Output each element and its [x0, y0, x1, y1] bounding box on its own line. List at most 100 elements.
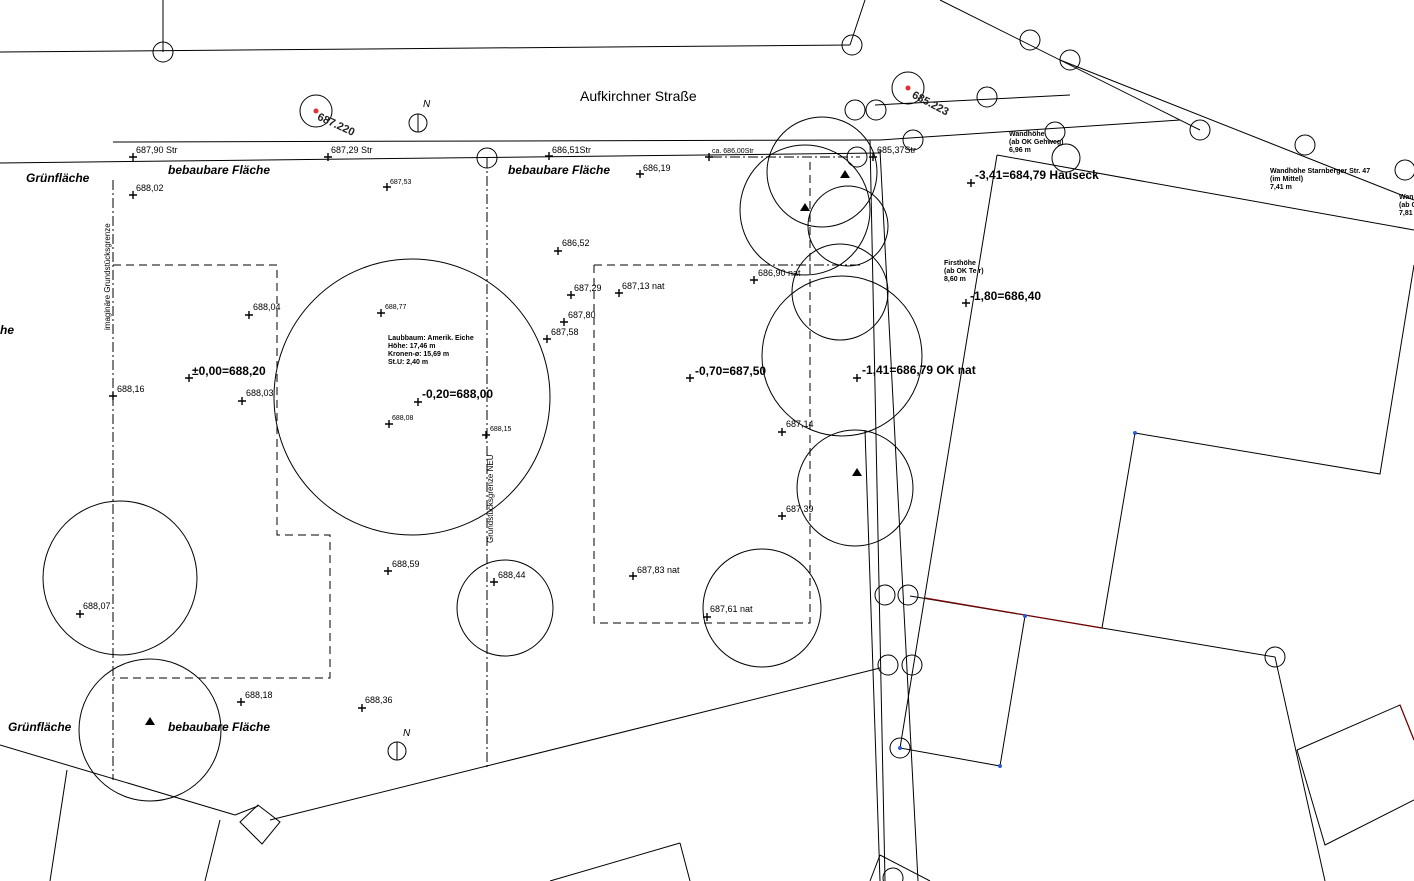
survey-point-marker — [976, 86, 998, 108]
street-level-label: 687,29 Str — [331, 145, 373, 155]
level-label: -0,20=688,00 — [422, 387, 494, 401]
level-label: -3,41=684,79 Hauseck — [975, 168, 1099, 182]
survey-cross — [778, 428, 786, 436]
street-level-label: 687,90 Str — [136, 145, 178, 155]
spot-height: 687,83 nat — [637, 565, 680, 575]
tree-trunk-symbol — [852, 468, 862, 476]
survey-cross — [703, 613, 711, 621]
tree-canopy — [456, 559, 554, 657]
neighbour-line — [879, 854, 931, 881]
wall-height-note: Wandhöhe(ab OK Gehweg)6,96 m — [1009, 131, 1064, 155]
survey-cross — [560, 318, 568, 326]
spot-height: 688,07 — [83, 601, 111, 611]
survey-point-marker — [897, 584, 919, 606]
wall-height-note: Wandhöhe Starnberger Str. 47(im Mittel)7… — [1270, 168, 1371, 192]
survey-point-marker — [841, 34, 863, 56]
survey-cross — [238, 397, 246, 405]
survey-cross — [705, 153, 713, 161]
road-edge-line — [939, 0, 1201, 131]
street-level-label: 686,51Str — [552, 145, 592, 155]
survey-point-marker — [476, 147, 498, 169]
survey-cross — [554, 247, 562, 255]
survey-cross — [482, 431, 490, 439]
level-label: ±0,00=688,20 — [192, 364, 266, 378]
boundary-stone — [891, 71, 925, 105]
neighbour-line — [549, 842, 681, 881]
spot-height: 687,80 — [568, 310, 596, 320]
survey-cross — [778, 512, 786, 520]
tree-canopy — [1051, 143, 1081, 173]
tree-canopy — [702, 548, 822, 668]
spot-height: 688,59 — [392, 559, 420, 569]
neighbour-line — [49, 769, 68, 881]
survey-point-marker — [152, 41, 174, 63]
buildable-area-label: bebaubare Fläche — [508, 163, 611, 177]
property-line-east — [879, 149, 919, 881]
spot-height: 688,02 — [136, 183, 164, 193]
street-level-label: 685,37Str — [877, 145, 917, 155]
buildable-area-outline — [113, 264, 331, 679]
tree-canopy-oak — [273, 258, 551, 536]
boundary-stone — [299, 94, 333, 128]
spot-height: 686,52 — [562, 238, 590, 248]
tree-trunk-symbol — [800, 203, 810, 211]
green-area-label: Grünfläche — [26, 171, 90, 185]
north-label: N — [423, 99, 431, 110]
survey-cross — [567, 291, 575, 299]
street-level-label: ca. 686,00Str — [712, 148, 754, 155]
survey-cross — [615, 289, 623, 297]
survey-point-marker — [1264, 646, 1286, 668]
tree-canopy — [796, 429, 914, 547]
road-edge-line — [112, 139, 881, 143]
level-label: -1,41=686,79 OK nat — [862, 363, 976, 377]
survey-point-marker — [844, 99, 866, 121]
road-edge-line — [1059, 59, 1414, 201]
survey-cross — [245, 311, 253, 319]
level-label: -0,70=687,50 — [695, 364, 767, 378]
road-edge-line — [874, 94, 1071, 106]
spot-height: 687,61 nat — [710, 604, 753, 614]
neighbour-building-outline — [996, 154, 1414, 231]
property-line-east — [864, 429, 881, 881]
survey-point-marker — [874, 584, 896, 606]
survey-cross — [869, 153, 877, 161]
spot-height: 688,16 — [117, 384, 145, 394]
survey-cross — [324, 153, 332, 161]
survey-cross — [629, 572, 637, 580]
buildable-area-label: bebaubare Fläche — [168, 720, 271, 734]
survey-point-marker — [1059, 49, 1081, 71]
property-line-east — [869, 139, 886, 881]
road-edge-line — [0, 44, 851, 53]
tree-canopy — [791, 243, 889, 341]
survey-cross — [750, 276, 758, 284]
survey-cross — [545, 152, 553, 160]
imaginary-boundary-label: imaginäre Grundstücksgrenze — [103, 223, 112, 330]
survey-point-marker — [1044, 121, 1066, 143]
spot-height: 688,04 — [253, 302, 281, 312]
building-edge-red — [1399, 704, 1414, 741]
survey-cross — [967, 179, 975, 187]
survey-cross — [377, 309, 385, 317]
survey-cross — [543, 335, 551, 343]
neighbour-line — [234, 805, 259, 816]
survey-cross — [237, 698, 245, 706]
spot-height: 687,29 — [574, 283, 602, 293]
survey-cross — [358, 704, 366, 712]
survey-cross — [76, 610, 84, 618]
spot-height: 688,03 — [246, 388, 274, 398]
survey-point-marker — [1294, 134, 1316, 156]
boundary-point-label: 685.223 — [909, 89, 951, 119]
property-line-north — [0, 152, 881, 164]
boundary-marker — [239, 804, 281, 845]
survey-cross — [686, 374, 694, 382]
spot-height: 687,39 — [786, 504, 814, 514]
building-edge-red — [924, 597, 1103, 629]
spot-height: 688,77 — [385, 304, 407, 311]
street-name: Aufkirchner Straße — [580, 88, 697, 104]
survey-point-marker — [1394, 159, 1414, 181]
survey-cross — [490, 578, 498, 586]
spot-height: 687,58 — [551, 327, 579, 337]
survey-cross — [129, 153, 137, 161]
